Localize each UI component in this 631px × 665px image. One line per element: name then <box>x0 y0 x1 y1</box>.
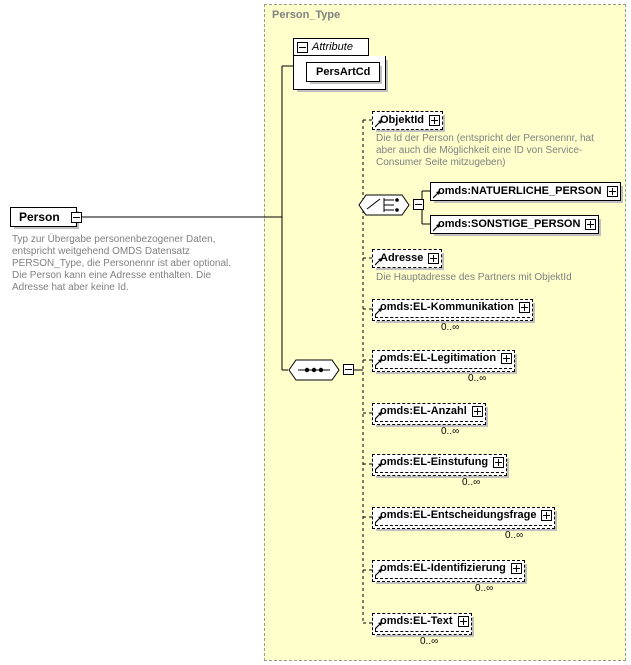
cardinality-el-legitimation: 0..∞ <box>468 373 487 384</box>
element-el-text-label: omds:EL-Text <box>380 615 453 627</box>
root-element-person[interactable]: Person <box>10 207 82 227</box>
element-adresse-documentation: Die Hauptadresse des Partners mit Objekt… <box>376 272 572 283</box>
plus-icon[interactable] <box>510 563 522 574</box>
plus-icon[interactable] <box>457 616 469 627</box>
plus-icon[interactable] <box>518 302 530 313</box>
plus-icon[interactable] <box>501 353 513 364</box>
choice-compositor[interactable] <box>358 194 424 216</box>
sequence-icon <box>288 359 340 381</box>
element-el-identifizierung-label: omds:EL-Identifizierung <box>380 562 506 574</box>
element-el-kommunikation[interactable]: omds:EL-Kommunikation <box>372 299 533 321</box>
element-el-kommunikation-label: omds:EL-Kommunikation <box>380 301 514 313</box>
plus-icon[interactable] <box>585 219 597 230</box>
element-natuerliche-person-label: omds:NATUERLICHE_PERSON <box>438 185 602 197</box>
element-el-legitimation[interactable]: omds:EL-Legitimation <box>372 350 516 372</box>
element-el-anzahl-label: omds:EL-Anzahl <box>380 405 467 417</box>
element-el-entscheidungsfrage[interactable]: omds:EL-Entscheidungsfrage <box>372 507 556 529</box>
plus-icon[interactable] <box>606 186 618 197</box>
element-el-legitimation-label: omds:EL-Legitimation <box>380 352 497 364</box>
cardinality-el-einstufung: 0..∞ <box>462 477 481 488</box>
element-objektid-label: ObjektId <box>380 114 425 126</box>
element-el-einstufung-label: omds:EL-Einstufung <box>380 456 489 468</box>
element-sonstige-person[interactable]: omds:SONSTIGE_PERSON <box>430 215 600 234</box>
element-adresse-label: Adresse <box>380 252 424 264</box>
cardinality-el-anzahl: 0..∞ <box>441 426 460 437</box>
plus-icon[interactable] <box>541 510 553 521</box>
element-natuerliche-person[interactable]: omds:NATUERLICHE_PERSON <box>430 182 621 201</box>
minus-icon[interactable] <box>297 41 308 53</box>
plus-icon[interactable] <box>428 253 440 264</box>
cardinality-el-identifizierung: 0..∞ <box>475 583 494 594</box>
cardinality-el-kommunikation: 0..∞ <box>441 322 460 333</box>
root-element-label: Person <box>19 210 60 224</box>
type-panel-person-type <box>264 4 626 661</box>
choice-icon <box>358 194 410 216</box>
sequence-compositor[interactable] <box>288 359 354 381</box>
root-documentation: Typ zur Übergabe personenbezogener Daten… <box>12 234 232 293</box>
element-el-text[interactable]: omds:EL-Text <box>372 613 472 635</box>
minus-icon[interactable] <box>343 364 354 375</box>
element-objektid[interactable]: ObjektId <box>372 111 444 130</box>
element-sonstige-person-label: omds:SONSTIGE_PERSON <box>438 218 581 230</box>
plus-icon[interactable] <box>493 457 505 468</box>
plus-icon[interactable] <box>471 406 483 417</box>
minus-icon[interactable] <box>413 199 424 210</box>
element-objektid-documentation: Die Id der Person (entspricht der Person… <box>376 133 594 168</box>
cardinality-el-entscheidungsfrage: 0..∞ <box>505 530 524 541</box>
attribute-persartcd-label: PersArtCd <box>316 66 371 78</box>
element-el-entscheidungsfrage-label: omds:EL-Entscheidungsfrage <box>380 509 537 521</box>
element-adresse[interactable]: Adresse <box>372 249 443 268</box>
type-panel-title: Person_Type <box>272 9 341 21</box>
attribute-group-label: Attribute <box>312 41 353 53</box>
element-el-anzahl[interactable]: omds:EL-Anzahl <box>372 403 486 425</box>
minus-icon[interactable] <box>70 212 82 223</box>
attribute-group-header[interactable]: Attribute <box>293 38 369 56</box>
element-el-identifizierung[interactable]: omds:EL-Identifizierung <box>372 560 525 582</box>
cardinality-el-text: 0..∞ <box>420 636 439 647</box>
plus-icon[interactable] <box>429 115 441 126</box>
element-el-einstufung[interactable]: omds:EL-Einstufung <box>372 454 508 476</box>
attribute-persartcd[interactable]: PersArtCd <box>306 62 381 82</box>
